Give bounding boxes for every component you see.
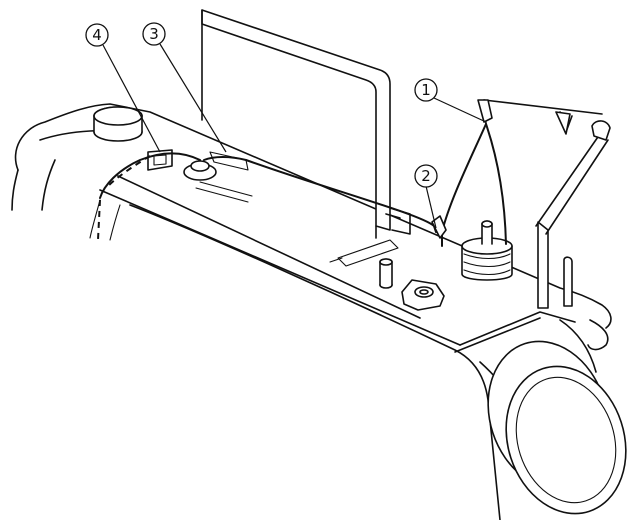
thread-path [97, 123, 507, 247]
handwheel [487, 340, 627, 515]
bobbin-pin [379, 258, 393, 289]
thread-spool [461, 220, 513, 281]
thread-guide-bar [477, 99, 611, 309]
callout-4: 4 [85, 23, 161, 153]
top-knob [93, 106, 143, 142]
callout-1-label: 1 [421, 81, 431, 99]
callout-4-label: 4 [92, 26, 102, 44]
surface-markings [329, 239, 399, 267]
callout-1: 1 [414, 78, 487, 123]
callout-3: 3 [142, 22, 227, 153]
thread-tension-guide [183, 151, 253, 203]
callout-2: 2 [414, 164, 438, 229]
callout-3-label: 3 [149, 25, 159, 43]
callout-2-label: 2 [421, 167, 431, 185]
machine-top-surface [11, 103, 612, 520]
bobbin-winder [401, 279, 445, 311]
